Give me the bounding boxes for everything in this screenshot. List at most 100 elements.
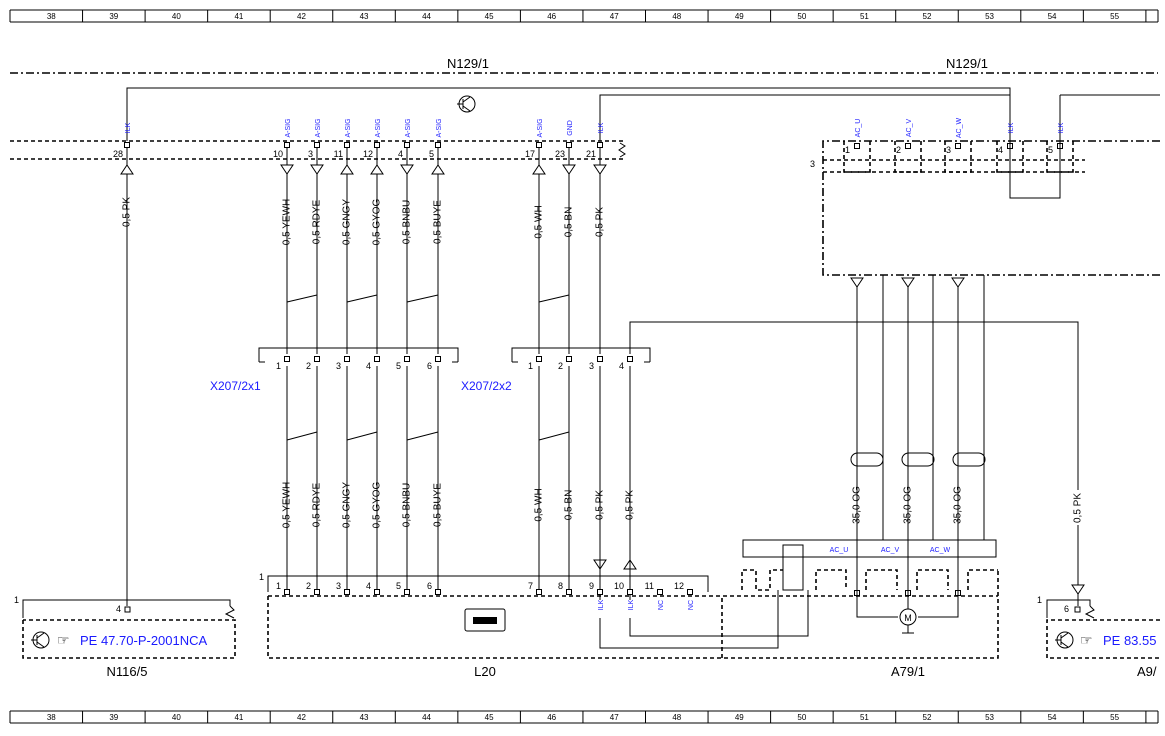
x207-2x1-pin-number: 2 (306, 361, 311, 371)
top-pin-signal: A-SIG (537, 118, 544, 137)
top-pin-terminal (284, 142, 290, 148)
wire-label: 0,5 GNGY (342, 199, 353, 245)
wire-arrow-down (310, 164, 324, 175)
l20-pin (536, 589, 542, 595)
right-pin-number: 1 (845, 145, 850, 155)
top-pin-terminal (536, 142, 542, 148)
wire-arrow-down (593, 164, 607, 175)
l20-pin (566, 589, 572, 595)
top-pin-number: 5 (429, 149, 434, 159)
l20-pin (597, 589, 603, 595)
l20-pin (344, 589, 350, 595)
l20-pin-signal: NC (658, 600, 665, 610)
x207-2x1-pin-number: 5 (396, 361, 401, 371)
top-pin-terminal (374, 142, 380, 148)
a79-signal: AC_V (881, 547, 900, 554)
wire-label: 0,5 WH (534, 205, 545, 238)
l20-pin-signal: NC (688, 600, 695, 610)
top-pin-signal: ILK (598, 122, 605, 133)
x207-2x1-label: X207/2x1 (210, 379, 261, 393)
a79-pockets (741, 569, 998, 591)
ruler-cell-55: 55 (1110, 713, 1119, 722)
ruler-cell-51: 51 (860, 12, 869, 21)
wire-arrow-down (1071, 584, 1085, 595)
wire-label: 0,5 GNGY (342, 482, 353, 528)
ruler-cell-55: 55 (1110, 12, 1119, 21)
top-pin-signal: A-SIG (345, 118, 352, 137)
top-pin-number: 11 (334, 149, 343, 159)
ruler-cell-38: 38 (47, 713, 56, 722)
top-pin-terminal (124, 142, 130, 148)
l20-pin-number: 1 (276, 581, 281, 591)
wire-label: 35,0 OG (852, 486, 863, 524)
right-pin-signal: ILK (1058, 122, 1065, 133)
x207-2x1-pin-number: 6 (427, 361, 432, 371)
n116-ref-link[interactable]: PE 47.70-P-2001NCA (80, 633, 208, 648)
top-pin-terminal (344, 142, 350, 148)
l20-pin (404, 589, 410, 595)
top-pin-terminal (435, 142, 441, 148)
motor-label: M (904, 613, 912, 623)
ruler-cell-40: 40 (172, 12, 181, 21)
l20-pin-number: 2 (306, 581, 311, 591)
a9-conn-num: 1 (1037, 595, 1042, 605)
l20-pin-number: 6 (427, 581, 432, 591)
l20-pin-number: 10 (614, 581, 624, 591)
right-pin-terminal (1007, 143, 1013, 149)
ruler-cell-45: 45 (485, 12, 494, 21)
l20-pin-number: 7 (528, 581, 533, 591)
wire-label: 0,5 PK (595, 207, 606, 237)
a9-ref-link[interactable]: PE 83.55 (1103, 633, 1157, 648)
right-pin-number: 2 (896, 145, 901, 155)
x207-2x2-label: X207/2x2 (461, 379, 512, 393)
top-pin-terminal (597, 142, 603, 148)
x207-2x1-pin-number: 1 (276, 361, 281, 371)
wire-label: 0,5 RDYE (312, 199, 323, 244)
ruler-cell-44: 44 (422, 713, 431, 722)
wire-arrow-down (850, 277, 864, 288)
wire-label: 0,5 PK (595, 490, 606, 520)
wire-arrow-down (901, 277, 915, 288)
l20-pin-number: 8 (558, 581, 563, 591)
x207-2x1-pin (435, 356, 441, 362)
wire-label: 0,5 GYOG (372, 481, 383, 528)
wire-arrow-down (593, 559, 607, 570)
a79-signal: AC_W (930, 547, 951, 554)
ruler-cell-43: 43 (360, 12, 369, 21)
right-pin-signal: AC_U (855, 119, 862, 138)
ruler-cell-46: 46 (547, 12, 556, 21)
l20-pin (374, 589, 380, 595)
a9-block: 1 6 ☞ PE 83.55 A9/ (1037, 595, 1160, 679)
right-pin-number: 4 (998, 145, 1003, 155)
wire-label: 0,5 BUYE (433, 483, 444, 527)
top-pin-number: 4 (398, 149, 403, 159)
wire-label: 0,5 WH (534, 488, 545, 521)
top-pin-number: 21 (586, 149, 596, 159)
x207-2x1-pin-number: 3 (336, 361, 341, 371)
x207-2x1-pin (374, 356, 380, 362)
x207-2x2-pin-number: 1 (528, 361, 533, 371)
ruler-cell-54: 54 (1048, 713, 1057, 722)
top-pin-signal: A-SIG (375, 118, 382, 137)
top-pin-number: 23 (555, 149, 565, 159)
ruler-cell-44: 44 (422, 12, 431, 21)
x207-2x2-pin (566, 356, 572, 362)
right-pin-number: 3 (946, 145, 951, 155)
l20-conn-num: 1 (259, 572, 264, 582)
n116-pin: 4 (116, 604, 121, 614)
ruler-cell-41: 41 (234, 12, 243, 21)
n129-label-right: N129/1 (946, 56, 988, 71)
wire-arrow-up (623, 559, 637, 570)
ilk-loop-wire (629, 321, 1079, 490)
right-pin-signal: AC_V (906, 119, 913, 138)
l20-pin-number: 4 (366, 581, 371, 591)
n116-conn-num: 1 (14, 595, 19, 605)
ruler-cell-48: 48 (672, 12, 681, 21)
wire-label: 0,5 YEWH (282, 199, 293, 246)
top-pin-number: 10 (273, 149, 283, 159)
l20-pin-number: 5 (396, 581, 401, 591)
wire-label: 0,5 BUYE (433, 200, 444, 244)
